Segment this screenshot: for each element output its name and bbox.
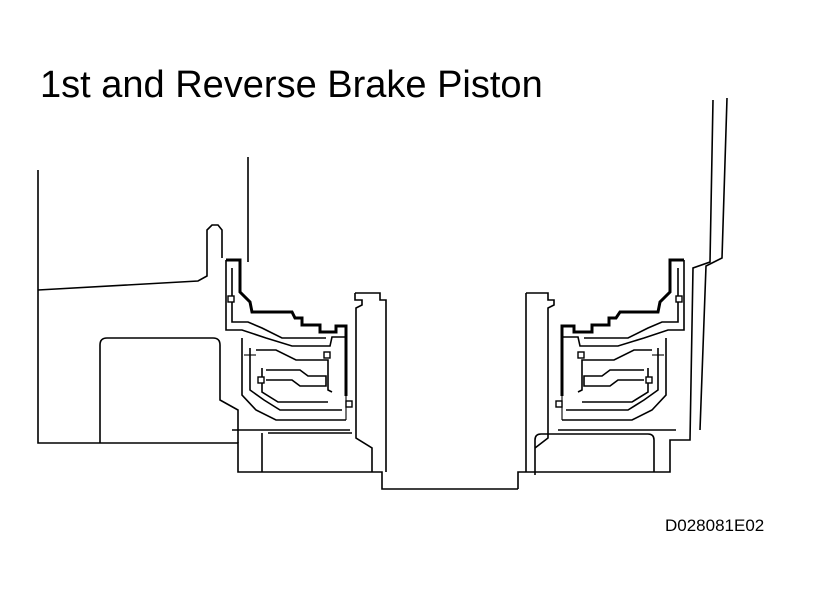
transmission-case-right (517, 97, 728, 489)
figure-id: D028081E02 (665, 516, 765, 535)
diagram-title: 1st and Reverse Brake Piston (40, 64, 543, 106)
hub-left (345, 292, 387, 472)
retaining-clips (227, 295, 683, 408)
brake-piston-right (558, 258, 685, 431)
hub-right (525, 292, 555, 472)
transmission-case-left (37, 157, 518, 490)
brake-piston-left (225, 258, 352, 472)
